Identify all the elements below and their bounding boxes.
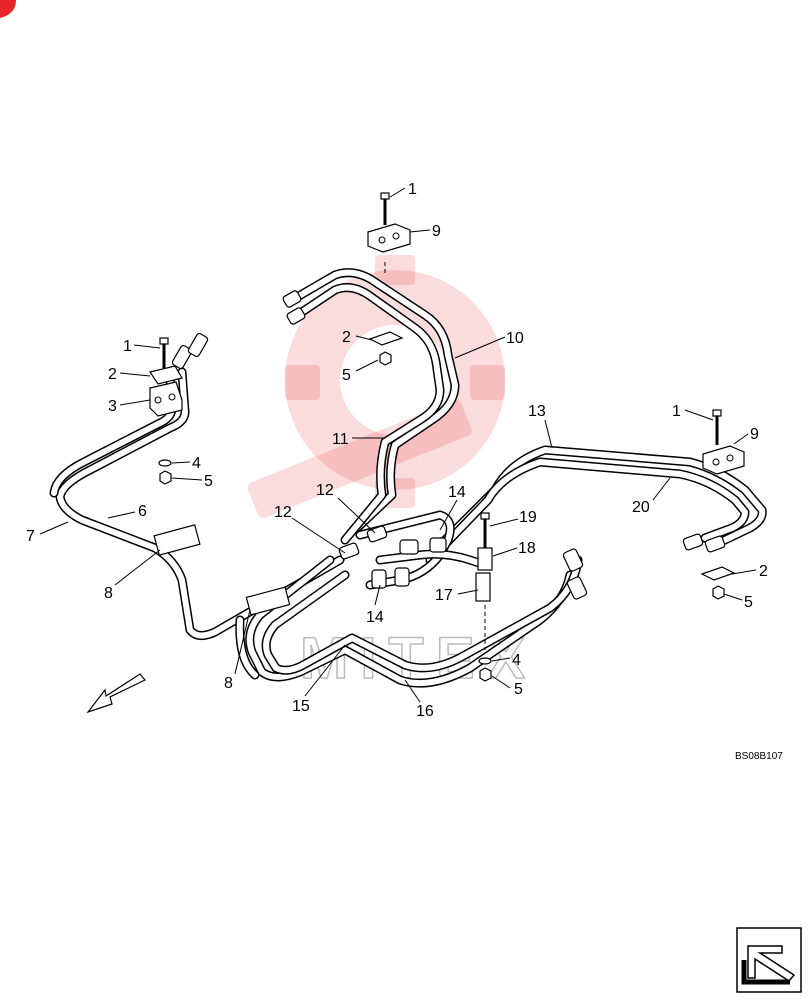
clamp-top (367, 192, 411, 275)
callout-label: 17 (435, 587, 453, 604)
callout-label: 6 (138, 503, 147, 520)
plate-top (368, 331, 404, 346)
nut-left (159, 470, 172, 485)
callout-label: 9 (432, 223, 441, 240)
leader-lines (39, 187, 757, 703)
callout-label: 2 (108, 366, 117, 383)
callout-label: 5 (342, 367, 351, 384)
fitting-right-lower (682, 533, 726, 553)
callout-label: 1 (408, 181, 417, 198)
washer-left (158, 459, 172, 467)
callout-label: 15 (292, 698, 310, 715)
clamp-center (475, 512, 493, 650)
callout-label: 11 (332, 431, 349, 448)
callout-label: 7 (26, 528, 35, 545)
callout-label: 13 (528, 403, 546, 420)
clamp-left (149, 337, 183, 417)
nut-right (712, 585, 725, 600)
spacer-left (153, 524, 201, 556)
callout-labels: 1 9 2 10 5 1 2 3 13 1 9 11 4 5 20 12 14 … (26, 181, 768, 720)
washer-center (478, 657, 492, 665)
nut-top (379, 351, 392, 366)
nut-center (479, 667, 492, 682)
callout-label: 14 (366, 609, 384, 626)
next-page-arrow-icon[interactable] (736, 927, 802, 993)
fitting-center-right (562, 548, 588, 600)
pipe-group-10-11 (287, 268, 460, 545)
callout-label: 4 (512, 652, 521, 669)
callout-label: 18 (518, 540, 536, 557)
callout-label: 5 (204, 473, 213, 490)
callout-label: 4 (192, 455, 201, 472)
callout-label: 16 (416, 703, 434, 720)
callout-label: 3 (108, 398, 117, 415)
spacer-center (245, 586, 291, 616)
callout-label: 12 (316, 482, 334, 499)
callout-label: 8 (224, 675, 233, 692)
callout-label: 14 (448, 484, 466, 501)
callout-label: 20 (632, 499, 650, 516)
callout-label: 2 (342, 329, 351, 346)
fitting-center-cluster (338, 525, 447, 589)
callout-label: 5 (744, 594, 753, 611)
drawing-code: BS08B107 (735, 751, 783, 762)
fitting-left-upper (171, 332, 209, 370)
callout-label: 12 (274, 504, 292, 521)
clamp-right (702, 409, 745, 475)
callout-label: 2 (759, 563, 768, 580)
callout-label: 1 (672, 403, 681, 420)
corner-logo-icon (0, 0, 16, 18)
callout-label: 1 (123, 338, 132, 355)
callout-label: 8 (104, 585, 113, 602)
fitting-top-left (282, 290, 306, 325)
callout-label: 5 (514, 681, 523, 698)
callout-label: 10 (506, 330, 524, 347)
callout-label: 9 (750, 426, 759, 443)
callout-label: 19 (519, 509, 537, 526)
pipe-group-15-16 (235, 555, 583, 688)
plate-right (700, 566, 736, 581)
direction-arrow-icon (86, 673, 146, 714)
